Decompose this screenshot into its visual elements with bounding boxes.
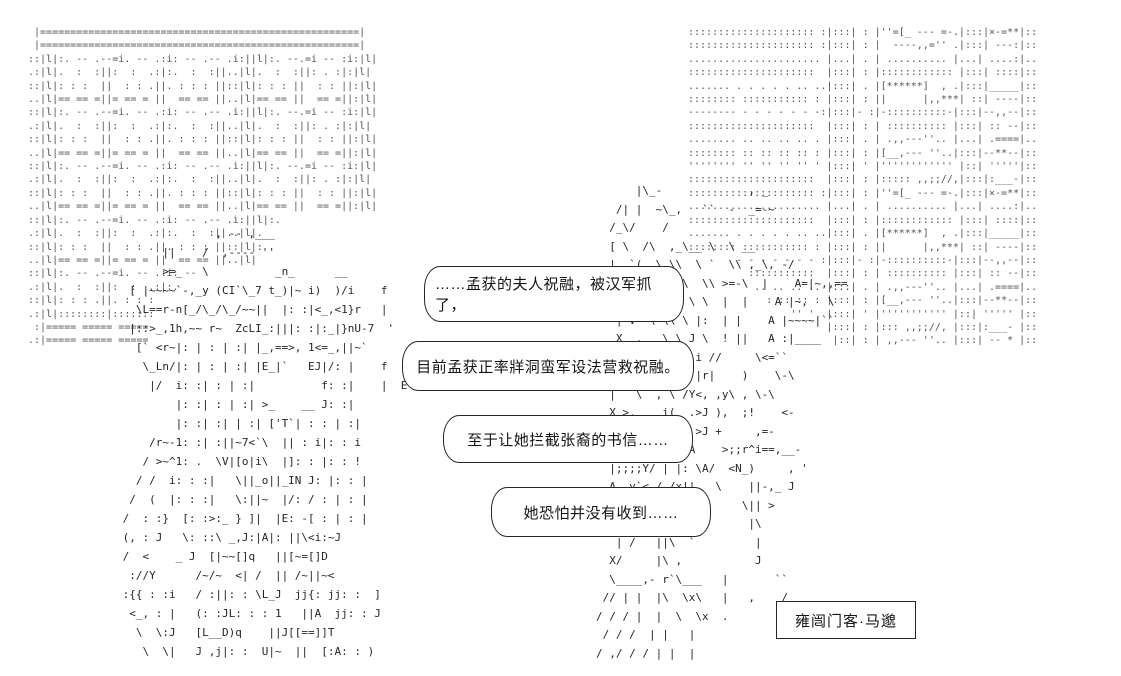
- speech-bubble-4: 她恐怕并没有收到……: [491, 487, 711, 537]
- speech-bubble-2-text: 目前孟获正率牂洞蛮军设法营救祝融。: [416, 358, 680, 376]
- speech-bubble-3: 至于让她拦截张裔的书信……: [443, 415, 693, 463]
- left-wall-ascii-art: |=======================================…: [28, 27, 378, 347]
- speech-bubble-1: ……孟获的夫人祝融，被汉军抓了，: [424, 266, 684, 322]
- speech-bubble-2: 目前孟获正率牂洞蛮军设法营救祝融。: [402, 341, 694, 391]
- speech-bubble-4-text: 她恐怕并没有收到……: [523, 504, 679, 522]
- character-name-tag: 雍闿门客·马邈: [776, 601, 916, 639]
- left-character-ascii-art: , -- ,___ || / ,---- '' >=_ \ _n_ __ [ |…: [122, 227, 408, 658]
- speech-bubble-3-text: 至于让她拦截张裔的书信……: [467, 431, 669, 449]
- right-wall-ascii-art: ::::::::::::::::::::: :|:::| : |''=[_ --…: [688, 27, 1038, 347]
- character-name-tag-text: 雍闿门客·马邈: [795, 612, 897, 630]
- speech-bubble-1-text: ……孟获的夫人祝融，被汉军抓了，: [435, 276, 653, 314]
